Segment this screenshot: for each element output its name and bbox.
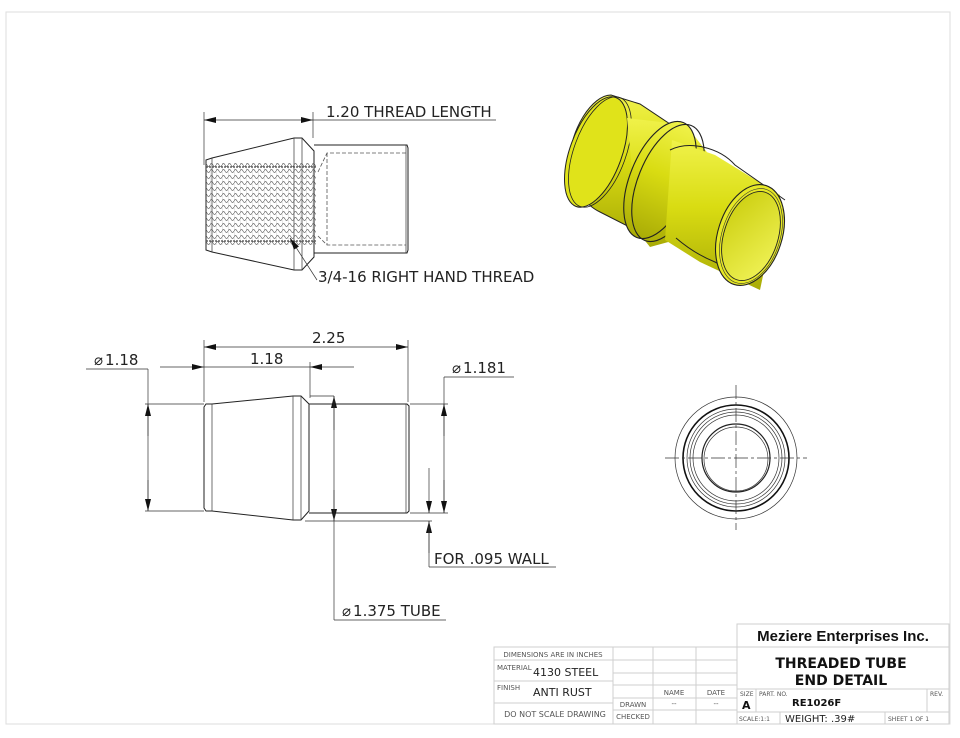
drawn-name: -- (671, 700, 677, 708)
scale-label: SCALE:1:1 (739, 716, 770, 723)
thread-length-label: 1.20 THREAD LENGTH (326, 103, 492, 121)
thread-view: 1.20 THREAD LENGTH 3/4-16 RIGHT HAND THR… (203, 103, 534, 286)
part-no-value: RE1026F (792, 698, 841, 709)
isometric-view (564, 94, 786, 290)
title-line-2: END DETAIL (795, 673, 887, 689)
date-header: DATE (707, 689, 725, 697)
title-line-1: THREADED TUBE (775, 656, 906, 672)
overall-length-dim: 2.25 (312, 329, 345, 347)
size-value: A (742, 699, 751, 712)
tube-diameter-dim: ⌀1.375 TUBE (342, 602, 441, 620)
sheet-border (5, 11, 951, 725)
end-view (665, 385, 807, 530)
taper-length-dim: 1.18 (250, 350, 283, 368)
finish-value: ANTI RUST (533, 686, 592, 699)
title-block: DIMENSIONS ARE IN INCHES MATERIAL 4130 S… (493, 623, 950, 725)
wall-note: FOR .095 WALL (434, 550, 549, 568)
rev-label: REV. (930, 691, 943, 698)
dimensions-note: DIMENSIONS ARE IN INCHES (503, 651, 603, 659)
thread-callout: 3/4-16 RIGHT HAND THREAD (318, 268, 534, 286)
sheet-number: SHEET 1 OF 1 (888, 716, 929, 723)
material-label: MATERIAL (497, 664, 532, 672)
shoulder-diameter-dim: ⌀1.181 (452, 359, 506, 377)
size-label: SIZE (740, 691, 754, 698)
weight-value: WEIGHT: .39# (785, 714, 855, 725)
small-end-diameter-dim: ⌀1.18 (94, 351, 138, 369)
thread-hatch (206, 163, 316, 245)
company-name: Meziere Enterprises Inc. (757, 628, 929, 645)
name-header: NAME (664, 689, 685, 697)
drawn-label: DRAWN (620, 701, 647, 709)
material-value: 4130 STEEL (533, 666, 599, 679)
drawn-date: -- (713, 700, 719, 708)
part-no-label: PART. NO. (759, 691, 788, 698)
side-view: 2.25 1.18 ⌀1.18 ⌀1.181 (86, 329, 556, 621)
checked-label: CHECKED (616, 713, 650, 721)
finish-label: FINISH (497, 684, 520, 692)
do-not-scale-note: DO NOT SCALE DRAWING (504, 710, 606, 719)
